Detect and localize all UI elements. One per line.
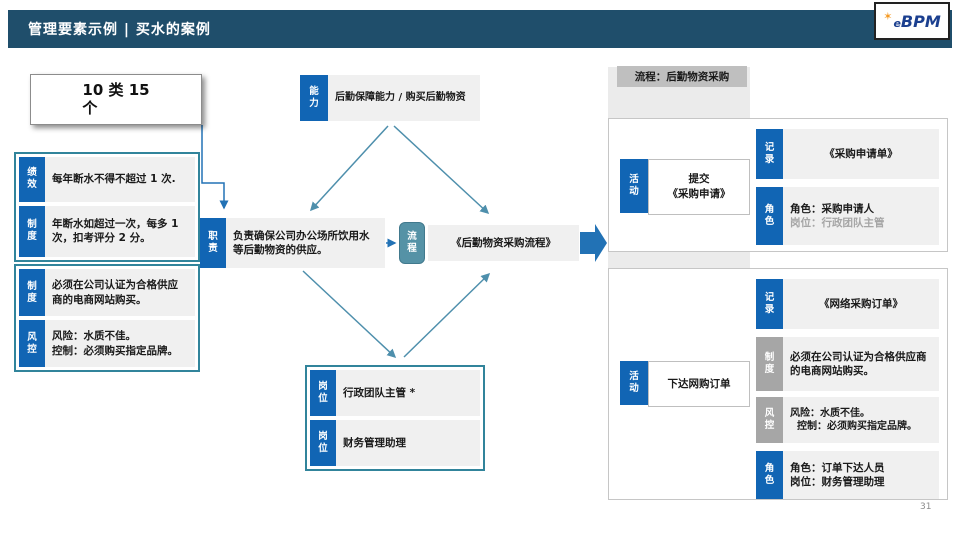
role1-line2: 岗位：行政团队主管 xyxy=(790,217,885,229)
rule-chip-2: 制度 xyxy=(19,269,45,316)
record1-row: 记录 《采购申请单》 xyxy=(756,129,939,179)
role2-text: 角色：订单下达人员 岗位：财务管理助理 xyxy=(783,451,939,499)
page-title: 管理要素示例 | 买水的案例 xyxy=(28,22,211,38)
arrow-capability-to-process xyxy=(393,125,490,215)
header-bar: 管理要素示例 | 买水的案例 xyxy=(8,10,952,48)
role2-line2: 岗位：财务管理助理 xyxy=(790,476,885,488)
spark-icon: ✶ xyxy=(883,9,893,23)
rule-text-2: 必须在公司认证为合格供应商的电商网站购买。 xyxy=(52,279,178,306)
role1-line1: 角色：采购申请人 xyxy=(790,202,874,215)
record1-chip: 记录 xyxy=(756,129,783,179)
position-box-1: 岗位 行政团队主管 * xyxy=(310,370,480,416)
role2-row: 角色 角色：订单下达人员 岗位：财务管理助理 xyxy=(756,451,939,499)
record2-text: 《网络采购订单》 xyxy=(819,297,903,310)
performance-text: 每年断水不得不超过 1 次. xyxy=(52,173,176,186)
risk-line2: 控制：必须购买指定品牌。 xyxy=(52,344,178,357)
role1-chip: 角色 xyxy=(756,187,783,245)
rule-box-2: 制度 必须在公司认证为合格供应商的电商网站购买。 xyxy=(19,269,195,316)
responsibility-text: 负责确保公司办公场所饮用水等后勤物资的供应。 xyxy=(233,229,370,256)
capability-text: 后勤保障能力 / 购买后勤物资 xyxy=(335,92,466,104)
role2-line1: 角色：订单下达人员 xyxy=(790,461,885,474)
count-badge: 10 类 15 个 xyxy=(30,74,202,125)
role2-chip: 角色 xyxy=(756,451,783,499)
process-ref-chip: 流程 xyxy=(399,222,425,264)
activity2-chip: 活动 xyxy=(620,361,648,405)
rule2-text: 必须在公司认证为合格供应商的电商网站购买。 xyxy=(790,350,927,377)
position-box-2: 岗位 财务管理助理 xyxy=(310,420,480,466)
role1-text: 角色：采购申请人 岗位：行政团队主管 xyxy=(783,187,939,245)
arrow-responsibility-to-position xyxy=(302,270,397,359)
arrow-badge-to-responsibility xyxy=(201,125,229,210)
rule-box-1: 制度 年断水如超过一次，每多 1 次，扣考评分 2 分。 xyxy=(19,205,195,257)
risk2-text: 风险：水质不佳。 控制：必须购买指定品牌。 xyxy=(783,397,939,443)
activity-panel-2: 下达网购订单 活动 记录 《网络采购订单》 制度 必须在公司认证为合格供应商的电… xyxy=(608,268,948,500)
arrow-capability-to-responsibility xyxy=(309,125,389,212)
risk2-line1: 风险：水质不佳。 xyxy=(790,407,870,419)
rule2-chip: 制度 xyxy=(756,337,783,391)
record2-chip: 记录 xyxy=(756,279,783,329)
position-text-1: 行政团队主管 * xyxy=(343,386,416,399)
risk-text: 风险：水质不佳。 控制：必须购买指定品牌。 xyxy=(45,320,195,367)
risk2-row: 风控 风险：水质不佳。 控制：必须购买指定品牌。 xyxy=(756,397,939,443)
activity1-line1: 提交 xyxy=(688,173,710,186)
record2-row: 记录 《网络采购订单》 xyxy=(756,279,939,329)
record1-text: 《采购申请单》 xyxy=(824,147,898,160)
fat-arrow-to-process-panel xyxy=(580,224,607,262)
activity2-box: 下达网购订单 xyxy=(648,361,750,407)
arrow-position-to-process xyxy=(403,272,491,358)
rule2-row: 制度 必须在公司认证为合格供应商的电商网站购买。 xyxy=(756,337,939,391)
lane-header: 流程：后勤物资采购 xyxy=(617,66,747,87)
role1-row: 角色 角色：采购申请人 岗位：行政团队主管 xyxy=(756,187,939,245)
risk2-line2: 控制：必须购买指定品牌。 xyxy=(797,421,917,432)
performance-box: 绩效 每年断水不得不超过 1 次. xyxy=(19,157,195,202)
position-text-2: 财务管理助理 xyxy=(343,436,406,449)
capability-box: 能力 后勤保障能力 / 购买后勤物资 xyxy=(300,75,480,121)
count-badge-line2: 个 xyxy=(82,98,98,117)
logo-prefix: e xyxy=(893,16,901,30)
positions-group: 岗位 行政团队主管 * 岗位 财务管理助理 xyxy=(305,365,485,471)
rule-chip-1: 制度 xyxy=(19,205,45,257)
capability-chip: 能力 xyxy=(300,75,328,121)
left-group-1: 绩效 每年断水不得不超过 1 次. 制度 年断水如超过一次，每多 1 次，扣考评… xyxy=(14,152,200,262)
count-badge-line1: 10 类 15 xyxy=(82,81,150,100)
activity1-box: 提交 《采购申请》 xyxy=(648,159,750,215)
position-chip-2: 岗位 xyxy=(310,420,336,466)
left-group-2: 制度 必须在公司认证为合格供应商的电商网站购买。 风控 风险：水质不佳。 控制：… xyxy=(14,264,200,372)
process-ref-text: 《后勤物资采购流程》 xyxy=(428,225,579,261)
rule-text-1: 年断水如超过一次，每多 1 次，扣考评分 2 分。 xyxy=(52,218,179,245)
responsibility-chip: 职责 xyxy=(200,218,226,268)
risk-box: 风控 风险：水质不佳。 控制：必须购买指定品牌。 xyxy=(19,320,195,367)
activity1-line2: 《采购申请》 xyxy=(667,188,731,200)
activity2-text: 下达网购订单 xyxy=(667,377,731,390)
position-chip-1: 岗位 xyxy=(310,370,336,416)
responsibility-box: 职责 负责确保公司办公场所饮用水等后勤物资的供应。 xyxy=(200,218,385,268)
activity1-chip: 活动 xyxy=(620,159,648,213)
risk-line1: 风险：水质不佳。 xyxy=(52,330,136,343)
risk-chip: 风控 xyxy=(19,320,45,367)
performance-chip: 绩效 xyxy=(19,157,45,202)
risk2-chip: 风控 xyxy=(756,397,783,443)
logo-text: BPM xyxy=(900,11,941,31)
activity-panel-1: 提交 《采购申请》 活动 记录 《采购申请单》 角色 角色：采购申请人 岗位：行… xyxy=(608,118,948,252)
bpm-logo: ✶ e BPM xyxy=(874,2,950,40)
page-number: 31 xyxy=(920,502,932,512)
